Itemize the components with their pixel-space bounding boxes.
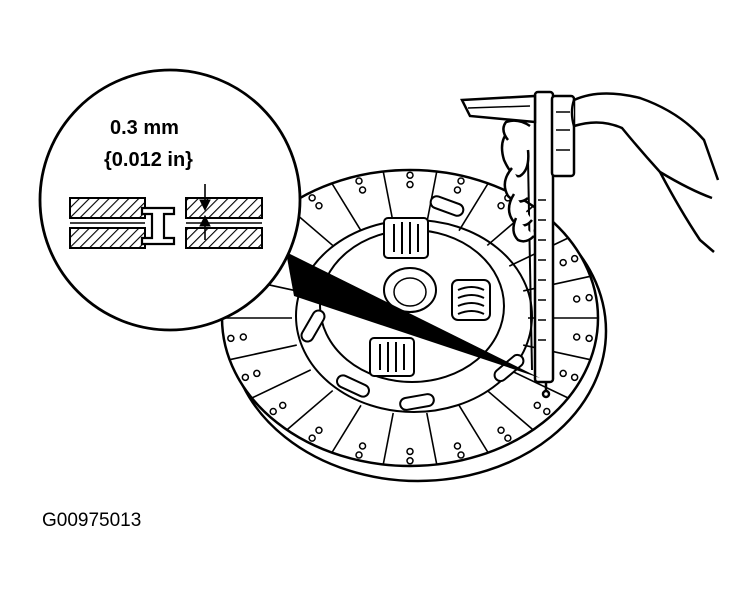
facing-rivet-hole [278, 401, 287, 410]
damper-springs [369, 217, 491, 377]
facing-rivet-hole [497, 426, 505, 435]
facing-rivet-hole [572, 333, 581, 341]
facing-rivet-hole [457, 177, 465, 185]
facing-rivet-hole [308, 194, 316, 202]
facing-rivet-hole [572, 295, 581, 303]
facing-rivet-hole [497, 201, 505, 210]
facing-rivet-hole [570, 254, 579, 263]
facing-rivet-hole [358, 442, 367, 450]
facing-segment-line [508, 369, 569, 399]
facing-rivet-hole [570, 373, 579, 382]
facing-segment-line [382, 171, 394, 224]
facing-rivet-hole [585, 293, 593, 302]
facing-rivet-hole [504, 434, 512, 442]
facing-segment-line [251, 369, 312, 399]
facing-segment-line [286, 389, 334, 431]
facing-segment-line [331, 182, 362, 232]
facing-segment-line [331, 404, 362, 454]
figure-id: G00975013 [42, 510, 141, 531]
leader-wedge [286, 252, 540, 378]
rivet-cross-section-icon [69, 184, 263, 249]
facing-segment-line [458, 404, 489, 454]
facing-segment-line [382, 412, 394, 465]
facing-rivet-hole [358, 186, 367, 194]
facing-rivet-hole [543, 407, 551, 416]
facing-rivet-hole [453, 442, 462, 450]
damper-spring-right [451, 279, 491, 321]
facing-rivet-hole [559, 258, 567, 267]
facing-rivet-hole [453, 186, 462, 194]
facing-rivet-hole [315, 201, 323, 210]
facing-rivet-hole [315, 426, 323, 435]
facing-rivet-hole [241, 373, 250, 382]
damper-spring-top [383, 217, 429, 259]
facing-rivet-hole [559, 369, 567, 378]
facing-segment-line [458, 182, 489, 232]
magnifier-circle-icon [38, 68, 302, 332]
plate-slots [300, 195, 525, 411]
facing-rivet-hole [406, 180, 414, 189]
facing-rivet-hole [406, 447, 414, 456]
hand-icon [500, 92, 720, 253]
facing-rivet-hole [355, 451, 363, 459]
facing-rivet-hole [227, 334, 235, 343]
facing-rivet-hole [585, 334, 593, 343]
callout-value-mm: 0.3 mm [110, 117, 179, 139]
vernier-caliper-icon [460, 90, 576, 399]
damper-spring-bottom [369, 337, 415, 377]
facing-rivet-hole [253, 369, 261, 378]
callout-value-in: {0.012 in} [104, 149, 193, 171]
facing-rivet-hole [269, 407, 277, 416]
facing-segment-line [426, 412, 438, 465]
facing-segment-line [229, 344, 297, 361]
facing-rivet-hole [308, 434, 316, 442]
facing-rivet-hole [406, 457, 414, 465]
disc-hub-inner [393, 277, 427, 307]
facing-rivet-hole [355, 177, 363, 185]
facing-rivet-hole [406, 171, 414, 179]
facing-rivet-hole [457, 451, 465, 459]
facing-rivet-hole [239, 333, 248, 341]
facing-segment-line [486, 389, 534, 431]
facing-rivet-hole [533, 401, 542, 410]
